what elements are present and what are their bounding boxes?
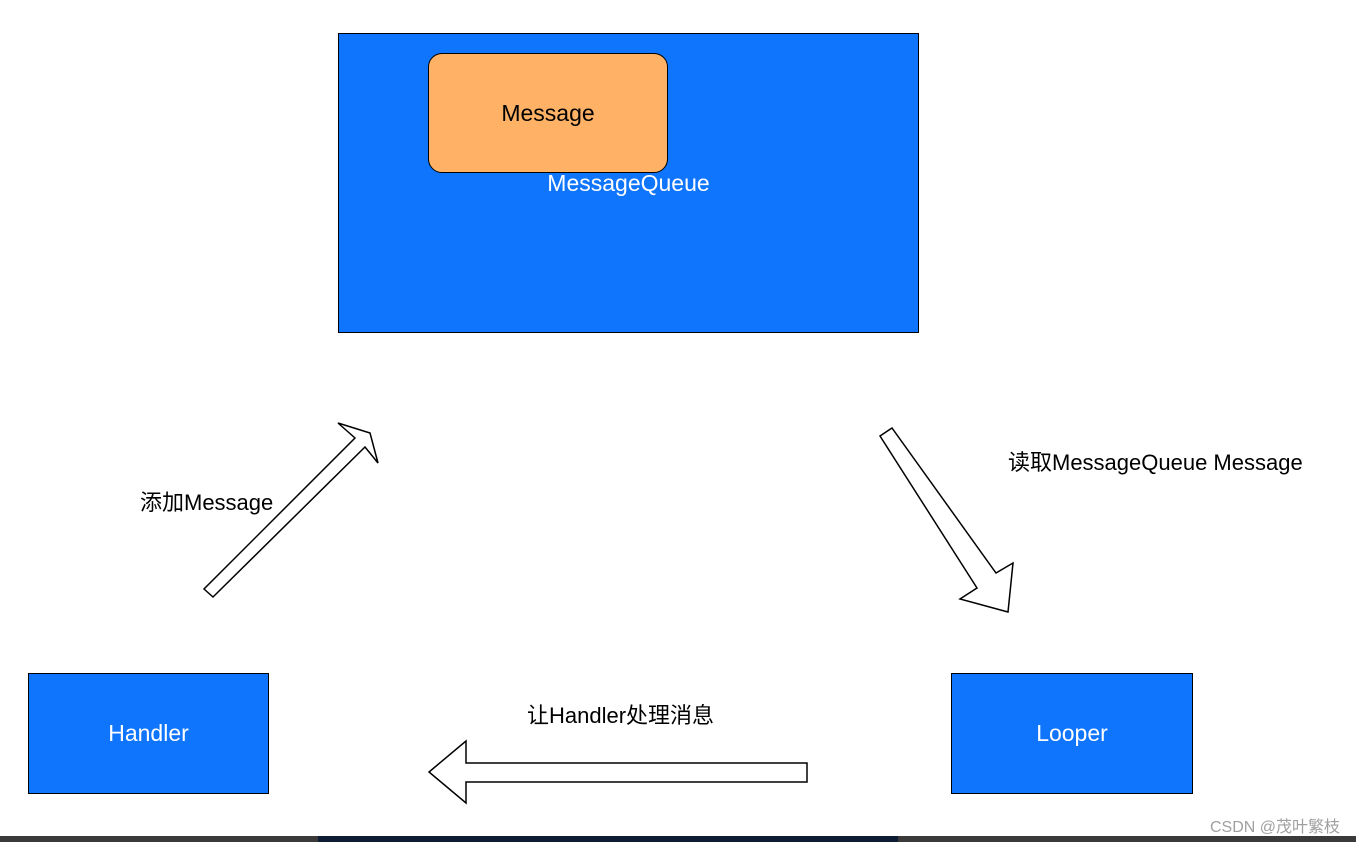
- arrow-looper-to-handler: [427, 739, 808, 805]
- edge-label-read-queue: 读取MessageQueue Message: [1008, 450, 1303, 475]
- watermark: CSDN @茂叶繁枝: [1209, 819, 1340, 836]
- looper-label: Looper: [1036, 720, 1108, 746]
- handler-node: Handler: [28, 673, 269, 794]
- arrow-handler-to-queue: [202, 422, 379, 599]
- message-queue-label: MessageQueue: [547, 170, 710, 196]
- message-label: Message: [501, 99, 595, 126]
- bottom-bar-accent: [318, 836, 898, 842]
- message-node: Message: [428, 53, 668, 173]
- edge-label-add-message: 添加Message: [140, 490, 274, 515]
- edge-label-handler-process: 让Handler处理消息: [527, 703, 715, 728]
- handler-label: Handler: [108, 720, 189, 746]
- arrow-queue-to-looper: [878, 426, 1014, 613]
- looper-node: Looper: [951, 673, 1193, 794]
